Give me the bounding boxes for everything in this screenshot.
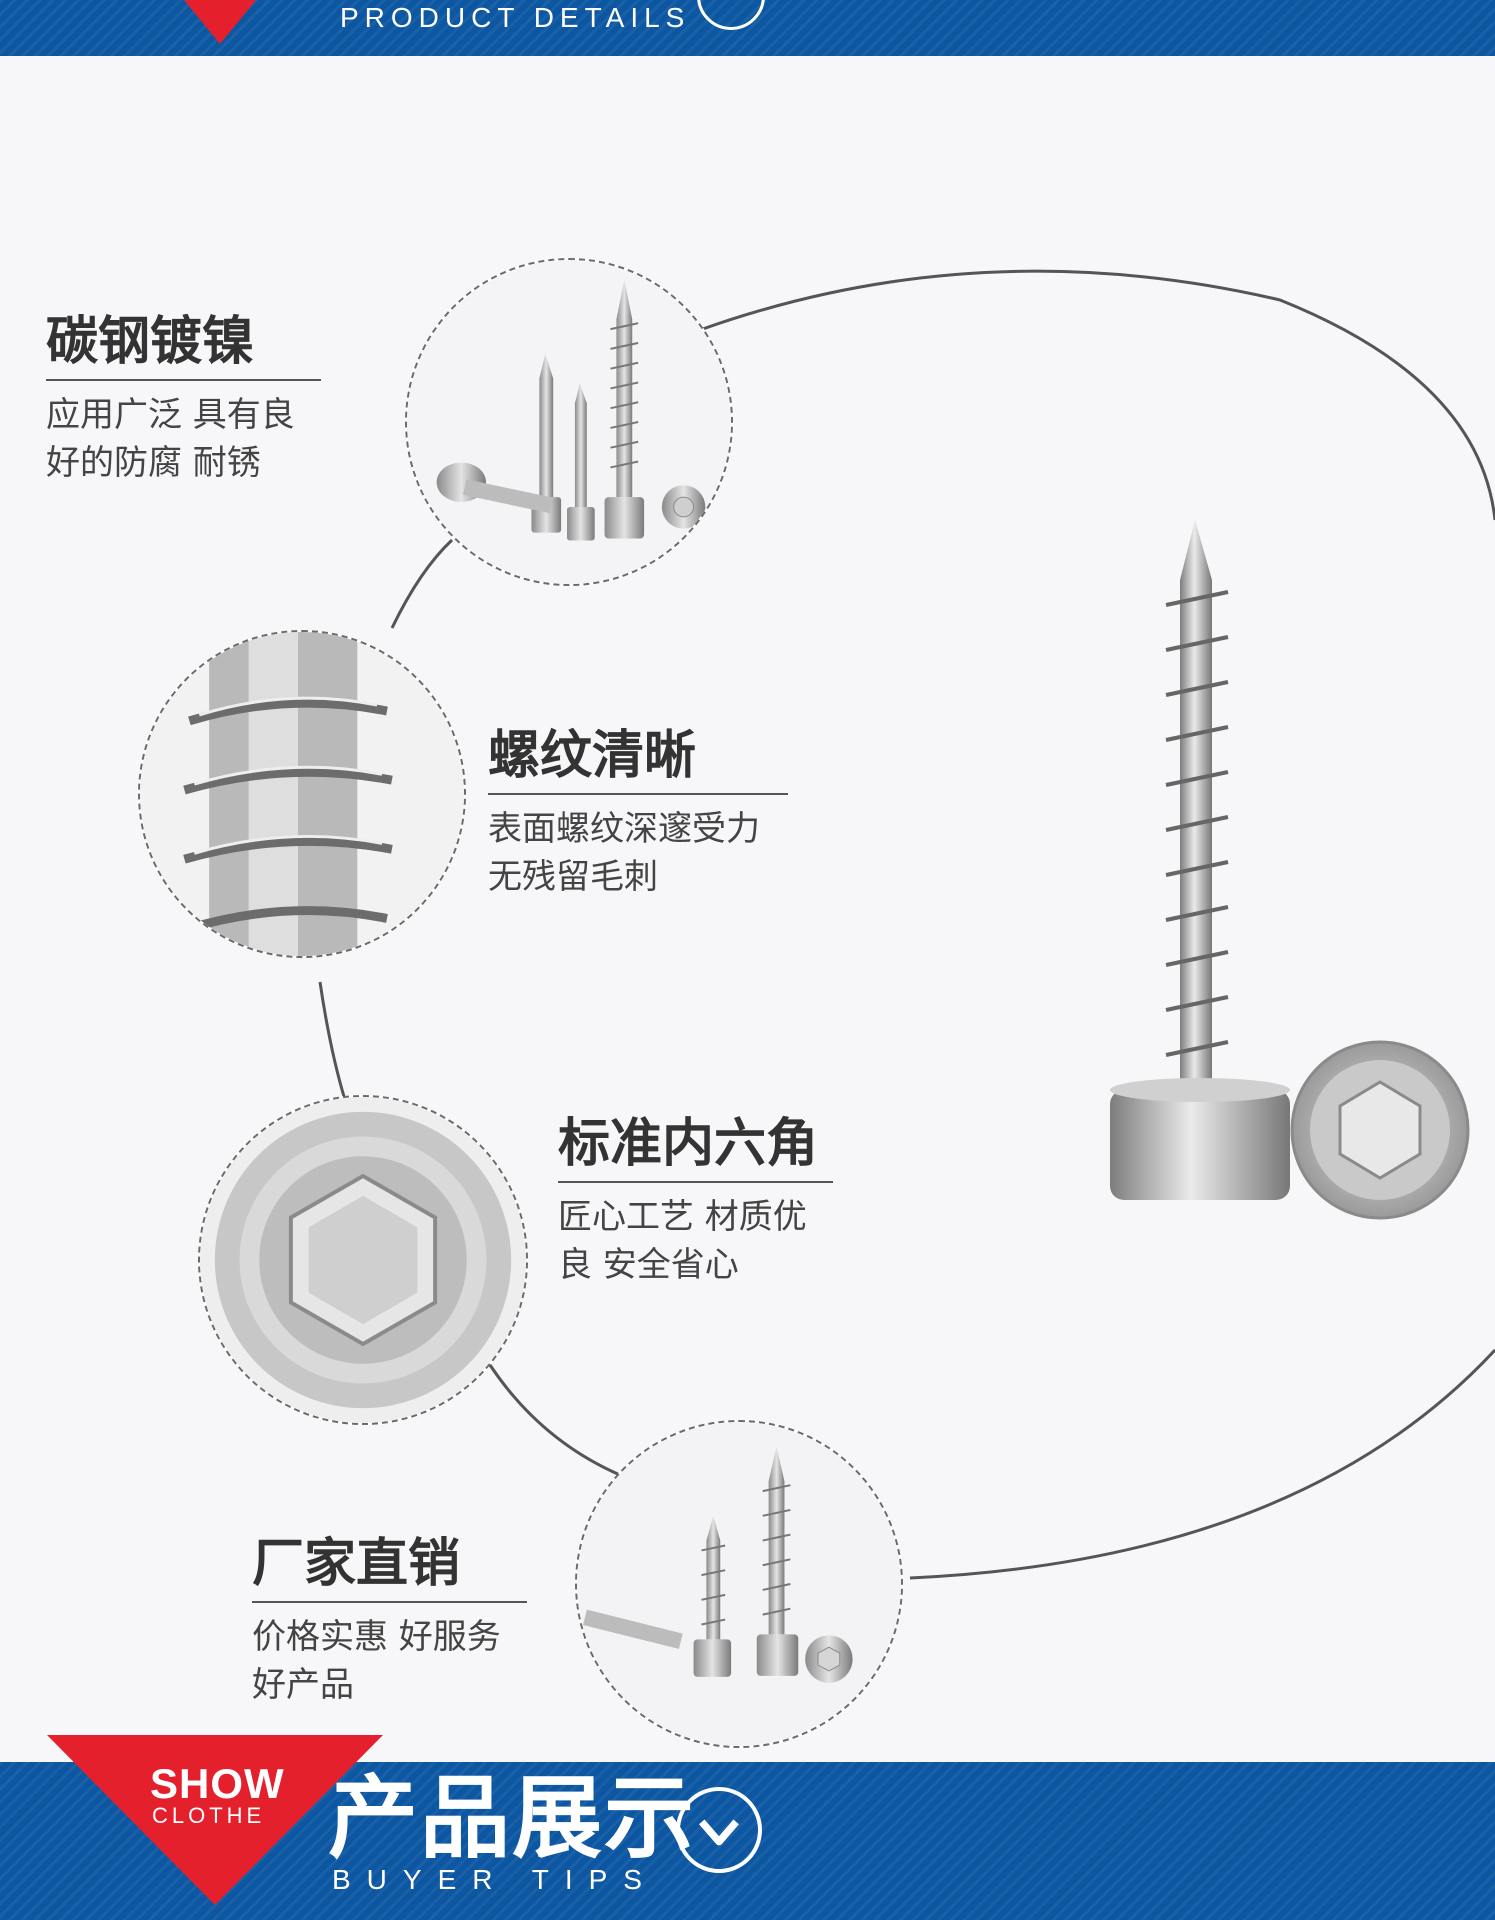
divider (558, 1181, 833, 1184)
chevron-down-circle-icon (676, 1787, 762, 1873)
feature-desc-line: 匠心工艺 材质优 (558, 1197, 807, 1238)
section-subtitle: BUYER TIPS (332, 1864, 658, 1895)
thread-closeup-image (138, 630, 466, 958)
main-product-screw (1100, 510, 1480, 1240)
feature-hex-socket: 标准内六角 匠心工艺 材质优 良 安全省心 (558, 1114, 833, 1289)
feature-desc-line: 好的防腐 耐锈 (46, 443, 261, 484)
red-triangle-badge (47, 1735, 383, 1905)
badge-top-text: SHOW (150, 1760, 285, 1807)
feature-desc-line: 好产品 (252, 1665, 354, 1706)
badge-bottom-text: CLOTHE (152, 1803, 266, 1828)
divider (252, 1601, 527, 1604)
feature-title: 标准内六角 (558, 1114, 819, 1174)
feature-title: 厂家直销 (252, 1534, 461, 1594)
section-subtitle: PRODUCT DETAILS (340, 2, 691, 33)
feature-factory-direct: 厂家直销 价格实惠 好服务 好产品 (252, 1534, 527, 1709)
feature-desc-line: 良 安全省心 (558, 1245, 739, 1286)
red-triangle-badge (184, 0, 256, 44)
feature-title: 螺纹清晰 (488, 726, 697, 786)
feature-carbon-steel: 碳钢镀镍 应用广泛 具有良 好的防腐 耐锈 (46, 312, 321, 487)
feature-clear-thread: 螺纹清晰 表面螺纹深邃受力 无残留毛刺 (488, 726, 788, 901)
feature-desc-line: 无残留毛刺 (488, 857, 658, 898)
divider (488, 793, 788, 796)
feature-title: 碳钢镀镍 (46, 312, 255, 372)
divider (46, 379, 321, 382)
feature-desc-line: 价格实惠 好服务 (252, 1617, 501, 1658)
screws-group-image (405, 258, 733, 586)
screws-pair-image (575, 1420, 903, 1748)
section-title: 产品展示 (328, 1766, 696, 1871)
feature-desc-line: 表面螺纹深邃受力 (488, 809, 760, 850)
hex-socket-image (198, 1095, 528, 1425)
feature-desc-line: 应用广泛 具有良 (46, 395, 295, 436)
